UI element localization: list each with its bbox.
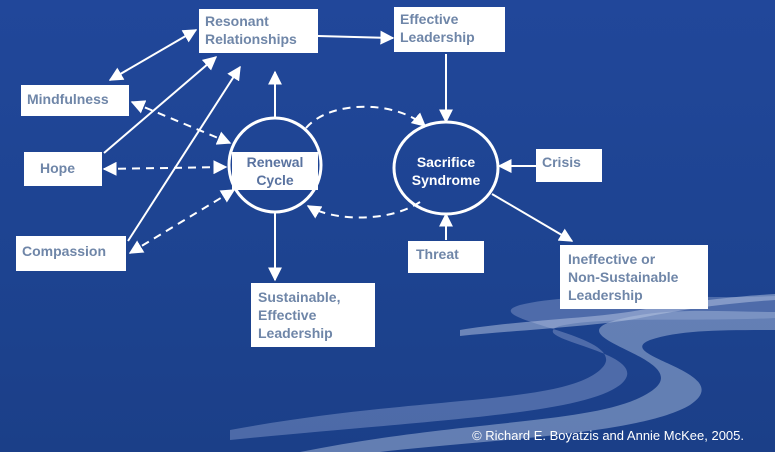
arrow-sacrifice-ineffective [491, 193, 574, 242]
ineffective-leadership-label: Ineffective or Non-Sustainable Leadershi… [568, 251, 679, 303]
compassion-box: Compassion [16, 236, 126, 271]
arrow-compassion-renewal [128, 189, 236, 254]
crisis-box: Crisis [536, 149, 602, 182]
effective-leadership-box: Effective Leadership [394, 7, 505, 52]
arrow-compassion-resonant [127, 65, 241, 242]
resonant-relationships-box: Resonant Relationships [199, 9, 318, 53]
threat-box: Threat [408, 241, 484, 273]
effective-leadership-label: Effective Leadership [400, 11, 475, 45]
sacrifice-syndrome-circle [392, 120, 500, 216]
arrow-mindfulness-resonant [108, 29, 198, 81]
resonant-relationships-label: Resonant Relationships [205, 13, 297, 47]
sustainable-leadership-box: Sustainable, Effective Leadership [251, 283, 375, 347]
arrow-mindfulness-renewal [130, 100, 232, 145]
mindfulness-box: Mindfulness [21, 85, 129, 116]
renewal-cycle-label: Renewal Cycle [232, 152, 318, 190]
crisis-label: Crisis [542, 154, 581, 170]
ineffective-leadership-box: Ineffective or Non-Sustainable Leadershi… [560, 245, 708, 309]
arrow-sacrifice-to-renewal [306, 201, 421, 219]
mindfulness-label: Mindfulness [27, 91, 109, 107]
hope-box: Hope [24, 152, 102, 186]
copyright-notice: © Richard E. Boyatzis and Annie McKee, 2… [472, 428, 744, 443]
threat-label: Threat [416, 246, 459, 262]
sacrifice-syndrome-label: Sacrifice Syndrome [411, 154, 481, 188]
arrow-resonant-effective [317, 30, 395, 45]
sustainable-leadership-label: Sustainable, Effective Leadership [258, 289, 341, 341]
hope-label: Hope [40, 160, 75, 176]
arrow-renewal-to-sacrifice [305, 105, 427, 129]
arrow-hope-renewal [102, 160, 228, 176]
compassion-label: Compassion [22, 243, 107, 259]
renewal-cycle-circle [227, 116, 323, 214]
